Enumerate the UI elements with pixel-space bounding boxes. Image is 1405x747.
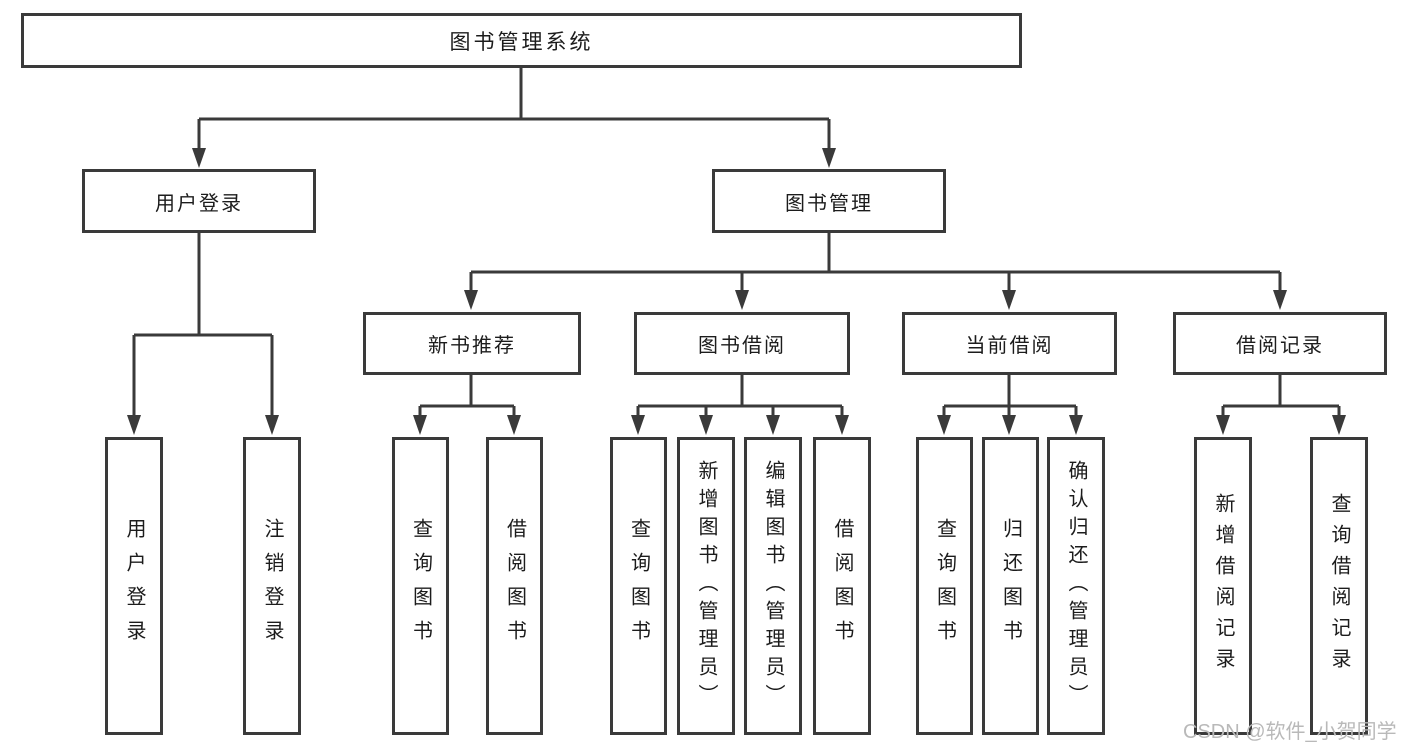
leaf-return-books-label: 归还图书 <box>999 518 1022 654</box>
arrowheads <box>127 148 1346 435</box>
leaf-query-books-1-label: 查询图书 <box>409 518 432 654</box>
node-current-borrowing: 当前借阅 <box>902 312 1117 375</box>
leaf-query-books-3: 查询图书 <box>916 437 973 735</box>
leaf-query-books-1: 查询图书 <box>392 437 449 735</box>
watermark: CSDN @软件_小贺同学 <box>1183 721 1397 743</box>
leaf-logout-label: 注销登录 <box>261 518 283 654</box>
leaf-logout: 注销登录 <box>243 437 301 735</box>
node-book-management: 图书管理 <box>712 169 946 233</box>
leaf-borrow-books-2-label: 借阅图书 <box>831 518 853 654</box>
leaf-query-books-2-label: 查询图书 <box>627 518 650 654</box>
leaf-add-borrow-record-label: 新增借阅记录 <box>1212 493 1234 679</box>
leaf-edit-book-admin-label: 编辑图书（管理员） <box>762 460 784 712</box>
leaf-edit-book-admin: 编辑图书（管理员） <box>744 437 802 735</box>
node-new-book-recommendation-label: 新书推荐 <box>428 335 516 357</box>
node-root-label: 图书管理系统 <box>449 30 594 54</box>
leaf-query-books-2: 查询图书 <box>610 437 667 735</box>
leaf-confirm-return-admin: 确认归还（管理员） <box>1047 437 1105 735</box>
node-user-login: 用户登录 <box>82 169 316 233</box>
leaf-borrow-books-1-label: 借阅图书 <box>503 518 526 654</box>
node-borrowing-records-label: 借阅记录 <box>1236 335 1324 357</box>
node-book-borrowing: 图书借阅 <box>634 312 850 375</box>
leaf-user-login-label: 用户登录 <box>123 518 145 654</box>
leaf-add-borrow-record: 新增借阅记录 <box>1194 437 1252 735</box>
node-current-borrowing-label: 当前借阅 <box>965 335 1054 357</box>
node-book-borrowing-label: 图书借阅 <box>698 335 786 357</box>
node-new-book-recommendation: 新书推荐 <box>363 312 581 375</box>
node-book-management-label: 图书管理 <box>785 192 873 215</box>
leaf-confirm-return-admin-label: 确认归还（管理员） <box>1065 460 1087 712</box>
leaf-return-books: 归还图书 <box>982 437 1039 735</box>
node-user-login-label: 用户登录 <box>155 192 243 215</box>
leaf-borrow-books-2: 借阅图书 <box>813 437 871 735</box>
leaf-borrow-books-1: 借阅图书 <box>486 437 543 735</box>
leaf-user-login: 用户登录 <box>105 437 163 735</box>
leaf-query-borrow-record: 查询借阅记录 <box>1310 437 1368 735</box>
leaf-query-books-3-label: 查询图书 <box>933 518 956 654</box>
leaf-query-borrow-record-label: 查询借阅记录 <box>1328 493 1350 679</box>
node-borrowing-records: 借阅记录 <box>1173 312 1387 375</box>
node-root: 图书管理系统 <box>21 13 1022 68</box>
leaf-add-book-admin-label: 新增图书（管理员） <box>695 460 717 712</box>
leaf-add-book-admin: 新增图书（管理员） <box>677 437 735 735</box>
